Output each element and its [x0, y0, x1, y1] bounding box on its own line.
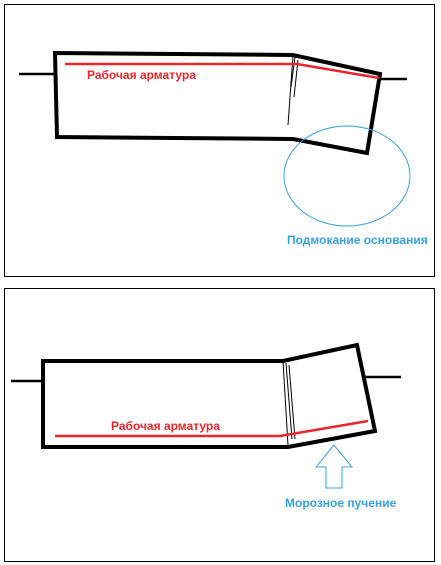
rebar-line — [65, 62, 380, 80]
crack-line — [285, 362, 293, 440]
crack-line — [290, 56, 296, 88]
foundation-diagram-frost-heave: Рабочая арматура Морозное пучение — [11, 342, 401, 510]
crack-line — [293, 59, 299, 98]
rebar-label: Рабочая арматура — [87, 68, 196, 82]
soaking-zone-ellipse — [283, 125, 411, 227]
frost-heave-arrow — [314, 444, 354, 489]
rebar-label: Рабочая арматура — [111, 419, 220, 433]
crack-line — [288, 364, 296, 440]
crack-line — [287, 54, 294, 126]
scenario-panel-soaking: Рабочая арматура Подмокание основания — [4, 4, 435, 277]
rebar-line — [55, 419, 369, 438]
frost-heave-annotation-label: Морозное пучение — [285, 496, 397, 510]
scenario-panel-frost-heave: Рабочая арматура Морозное пучение — [4, 288, 435, 562]
soaking-annotation-label: Подмокание основания — [287, 233, 428, 247]
foundation-diagram-soaking: Рабочая арматура Подмокание основания — [19, 50, 428, 247]
crack-line — [282, 360, 289, 446]
